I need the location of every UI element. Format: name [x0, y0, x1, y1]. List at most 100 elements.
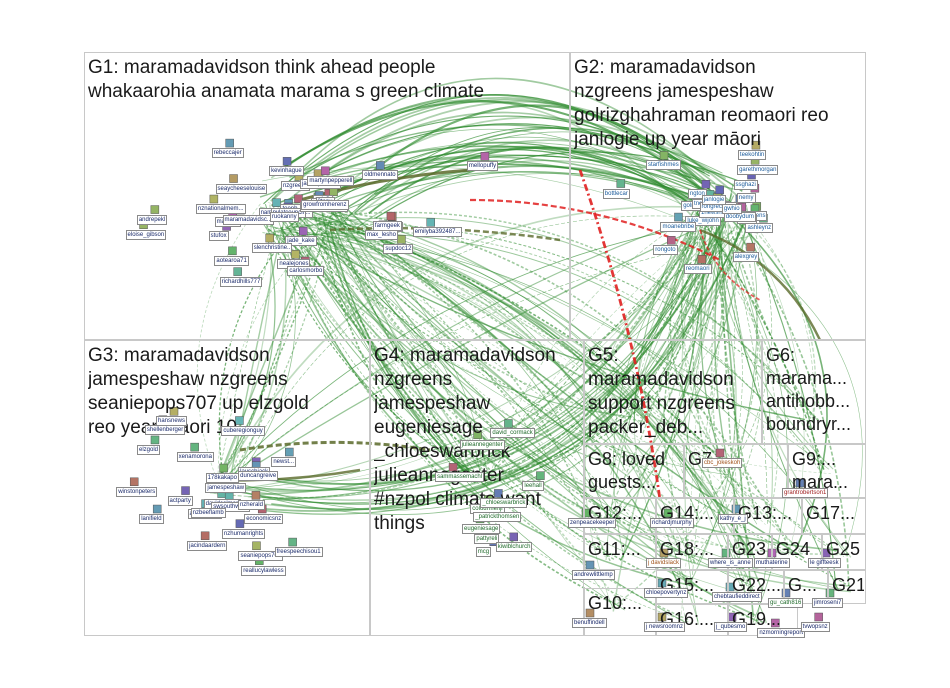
node-avatar[interactable]: [252, 541, 261, 551]
node-label[interactable]: nzmorningreport: [757, 628, 806, 638]
node-avatar[interactable]: [225, 138, 234, 148]
node-avatar[interactable]: [229, 174, 238, 183]
node-label[interactable]: _chloeswarbrick: [480, 498, 528, 509]
node-label[interactable]: grantrobertson1: [782, 488, 829, 498]
node-label[interactable]: reallucylawless: [241, 565, 286, 576]
node-avatar[interactable]: [581, 508, 591, 518]
node-label[interactable]: nzherald: [237, 500, 265, 511]
node-avatar[interactable]: [150, 205, 160, 214]
node-label[interactable]: mcg: [475, 546, 492, 557]
node-avatar[interactable]: [825, 588, 835, 598]
node-label[interactable]: freespeechisou1: [274, 547, 323, 558]
node-label[interactable]: andrepekl: [136, 214, 168, 225]
node-avatar[interactable]: [659, 548, 669, 558]
node-avatar[interactable]: [504, 419, 513, 428]
node-label[interactable]: newst...: [271, 457, 296, 468]
node-avatar[interactable]: [272, 198, 281, 207]
node-label[interactable]: eloise_gibson: [125, 229, 167, 240]
node-avatar[interactable]: [721, 548, 731, 558]
node-avatar[interactable]: [536, 471, 545, 480]
node-label[interactable]: rongoto: [653, 245, 678, 256]
node-avatar[interactable]: [781, 588, 791, 598]
node-label[interactable]: nzbeeflamb: [190, 508, 226, 519]
node-avatar[interactable]: [751, 140, 761, 150]
node-avatar[interactable]: [659, 151, 669, 160]
node-avatar[interactable]: [663, 508, 673, 518]
node-label[interactable]: starfishmes: [646, 160, 681, 171]
node-avatar[interactable]: [265, 233, 274, 243]
node-label[interactable]: supdoc12: [383, 244, 414, 255]
node-label[interactable]: eugeniesage: [462, 523, 501, 534]
node-label[interactable]: chloepovertynz: [644, 588, 689, 598]
node-label[interactable]: lanifield: [139, 514, 164, 525]
node-label[interactable]: david_cormack: [490, 428, 535, 439]
node-label[interactable]: rebeccajer: [211, 148, 244, 159]
node-label[interactable]: richardjmurphy: [650, 518, 694, 528]
node-label[interactable]: chebtaufieddirect: [712, 592, 762, 602]
node-label[interactable]: elzgold: [136, 444, 160, 455]
node-avatar[interactable]: [190, 442, 199, 452]
node-label[interactable]: nemy: [736, 193, 756, 204]
node-label[interactable]: ashleynz: [745, 223, 774, 234]
node-label[interactable]: reomaori: [683, 264, 712, 275]
node-avatar[interactable]: [298, 226, 308, 236]
node-avatar[interactable]: [674, 212, 683, 222]
node-label[interactable]: benuffindell: [572, 618, 607, 628]
node-label[interactable]: teekohtin: [737, 150, 767, 161]
node-label[interactable]: jade_kake: [285, 236, 317, 247]
node-label[interactable]: pattyreli: [474, 534, 500, 545]
node-label[interactable]: xenamorona: [176, 452, 214, 463]
node-avatar[interactable]: [386, 211, 396, 221]
node-avatar[interactable]: [294, 194, 303, 203]
node-label[interactable]: gwhio: [721, 204, 742, 215]
node-avatar[interactable]: [585, 608, 595, 618]
node-label[interactable]: moanebribe: [660, 222, 697, 233]
node-avatar[interactable]: [701, 180, 711, 189]
node-avatar[interactable]: [509, 532, 518, 542]
node-label[interactable]: richardhills777: [219, 276, 263, 287]
node-label[interactable]: mellopuffy: [466, 161, 499, 172]
node-avatar[interactable]: [667, 236, 676, 245]
node-label[interactable]: seaycheeselouise: [215, 183, 268, 194]
node-avatar[interactable]: [494, 489, 503, 498]
node-avatar[interactable]: [746, 242, 755, 252]
node-avatar[interactable]: [209, 194, 219, 204]
node-avatar[interactable]: [200, 531, 210, 541]
node-avatar[interactable]: [219, 463, 228, 473]
node-label[interactable]: carlosmorbo: [287, 265, 325, 276]
node-avatar[interactable]: [448, 463, 458, 472]
node-label[interactable]: economicsnz: [244, 513, 284, 524]
node-avatar[interactable]: [715, 185, 724, 195]
node-avatar[interactable]: [288, 537, 297, 547]
node-label[interactable]: ruokanny: [269, 212, 299, 222]
node-label[interactable]: martynpepperell: [307, 175, 355, 186]
node-avatar[interactable]: [233, 267, 242, 276]
node-avatar[interactable]: [235, 416, 244, 425]
node-label[interactable]: _patrickthomsen: [473, 512, 522, 523]
node-avatar[interactable]: [291, 250, 300, 259]
node-label[interactable]: tvwopsnz: [800, 622, 830, 632]
node-label[interactable]: duncangreive: [238, 470, 279, 481]
node-label[interactable]: andrewlittlemp: [572, 570, 615, 580]
node-label[interactable]: kiwiblchurch: [495, 541, 533, 552]
node-label[interactable]: maramadavidsc...: [222, 215, 274, 226]
node-label[interactable]: zenpeacekeeper: [568, 518, 617, 528]
node-label[interactable]: garethmorgan: [737, 165, 779, 176]
node-label[interactable]: j newsroomnz: [644, 622, 686, 632]
node-avatar[interactable]: [376, 161, 385, 170]
node-avatar[interactable]: [715, 448, 725, 458]
node-label[interactable]: nzhumanrights: [221, 528, 266, 539]
node-avatar[interactable]: [150, 435, 160, 445]
node-label[interactable]: muthaterine: [754, 558, 790, 568]
node-avatar[interactable]: [169, 407, 179, 416]
node-label[interactable]: cbc_jokeskoh: [702, 458, 743, 468]
node-avatar[interactable]: [771, 618, 780, 628]
node-avatar[interactable]: [282, 157, 292, 166]
node-label[interactable]: leehall: [522, 480, 544, 491]
node-label[interactable]: where_is_anne: [708, 558, 753, 568]
node-label[interactable]: stufox: [208, 231, 229, 242]
node-avatar[interactable]: [285, 447, 294, 457]
node-avatar[interactable]: [480, 152, 490, 161]
node-label[interactable]: aotearoa71: [214, 255, 249, 266]
node-avatar[interactable]: [152, 504, 162, 514]
